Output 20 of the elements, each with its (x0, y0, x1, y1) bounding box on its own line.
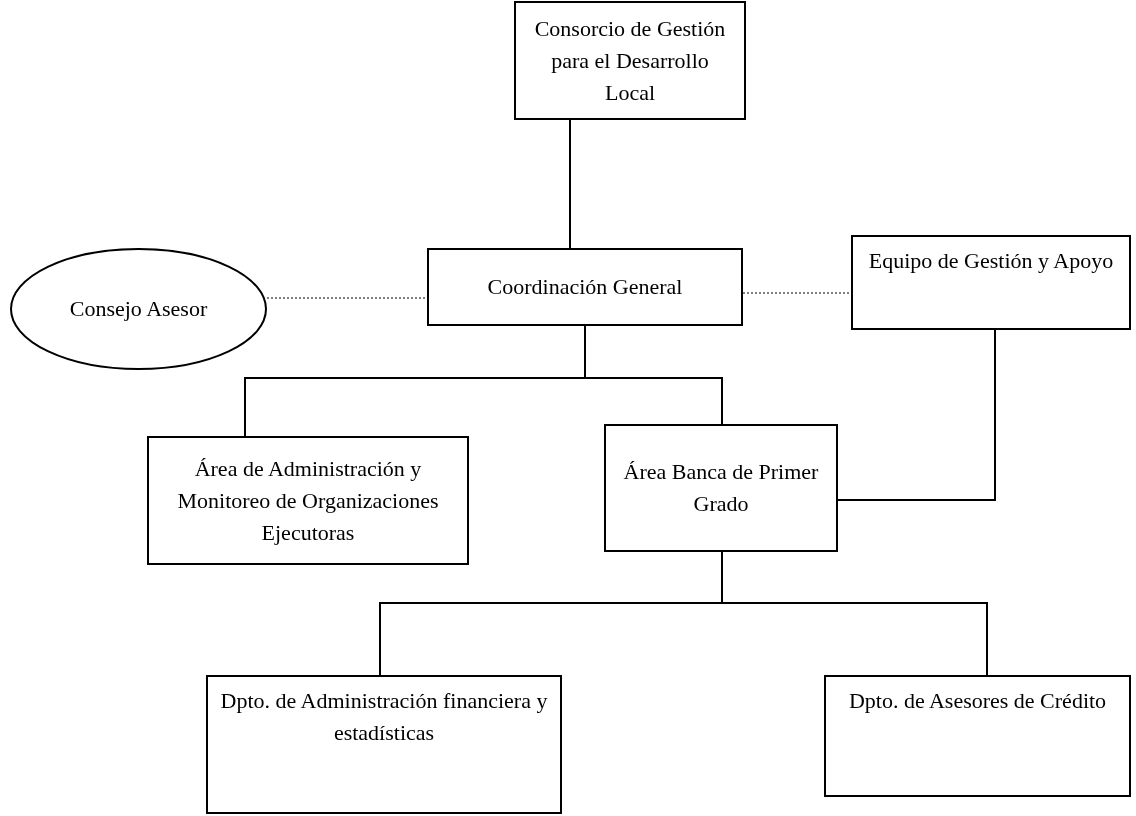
connector-line (266, 297, 428, 299)
connector-line (569, 119, 571, 249)
node-label: Dpto. de Administración financiera y estadísticas (219, 687, 549, 747)
ellipse-node (10, 248, 267, 370)
node-label: Dpto. de Asesores de Crédito (848, 687, 1107, 715)
connector-line (837, 329, 996, 501)
node-label: Área Banca de Primer Grado (622, 458, 820, 518)
node-label: Equipo de Gestión y Apoyo (868, 247, 1114, 275)
org-box (824, 675, 1131, 797)
node-label: Consorcio de Gestión para el Desarrollo Local (533, 14, 727, 107)
node-label: Área de Administración y Monitoreo de Organizaciones Ejecutoras (176, 454, 440, 547)
node-label: Consejo Asesor (69, 295, 208, 323)
org-box (147, 436, 469, 565)
org-box (206, 675, 562, 814)
org-box (427, 248, 743, 326)
org-box (851, 235, 1131, 330)
org-box (514, 1, 746, 120)
node-label: Coordinación General (487, 273, 683, 301)
org-box (604, 424, 838, 552)
connector-line (584, 325, 723, 425)
